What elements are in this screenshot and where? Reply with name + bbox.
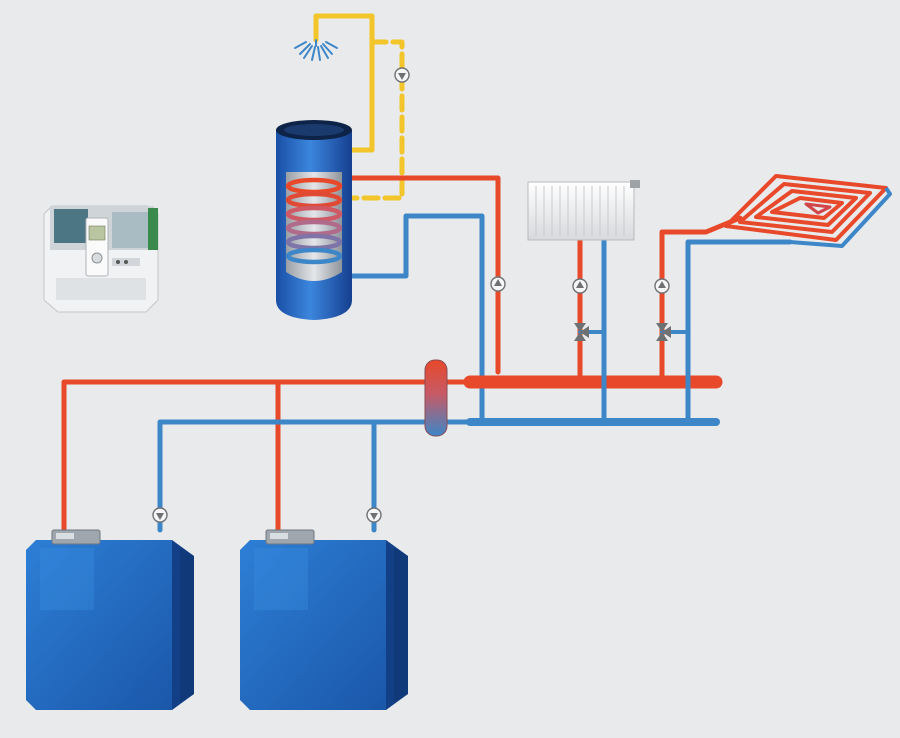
boiler-2 (240, 529, 408, 710)
cylinder-return-pipe (349, 213, 485, 425)
heating-coil (285, 177, 343, 265)
dhw-circulation-pipe (349, 39, 405, 201)
pump-icon (572, 278, 588, 294)
mixing-valve-icons (574, 323, 671, 341)
pump-icon (654, 278, 670, 294)
hot-water-cylinder (276, 120, 352, 320)
floor-return-pipe (685, 239, 793, 425)
pipe-network (61, 13, 793, 533)
cylinder-supply-pipe (349, 175, 501, 375)
hydraulic-separator (424, 359, 448, 437)
main-return-pipe (157, 419, 473, 533)
radiator-supply-pipe (577, 229, 589, 385)
main-supply-pipe (61, 379, 473, 533)
pump-icon (394, 67, 410, 83)
mixing-valve-icon (656, 323, 671, 341)
pump-icon (366, 507, 382, 523)
mixing-valve-icon (574, 323, 589, 341)
dhw-pipe (313, 13, 375, 153)
boiler-1 (26, 529, 194, 710)
pump-icon (152, 507, 168, 523)
radiator (527, 180, 640, 241)
floor-supply-pipe (659, 215, 743, 385)
controller (43, 205, 159, 313)
underfloor-heating (724, 174, 892, 248)
shower-icon (294, 39, 338, 61)
pump-icons (152, 67, 670, 523)
pump-icon (490, 276, 506, 292)
